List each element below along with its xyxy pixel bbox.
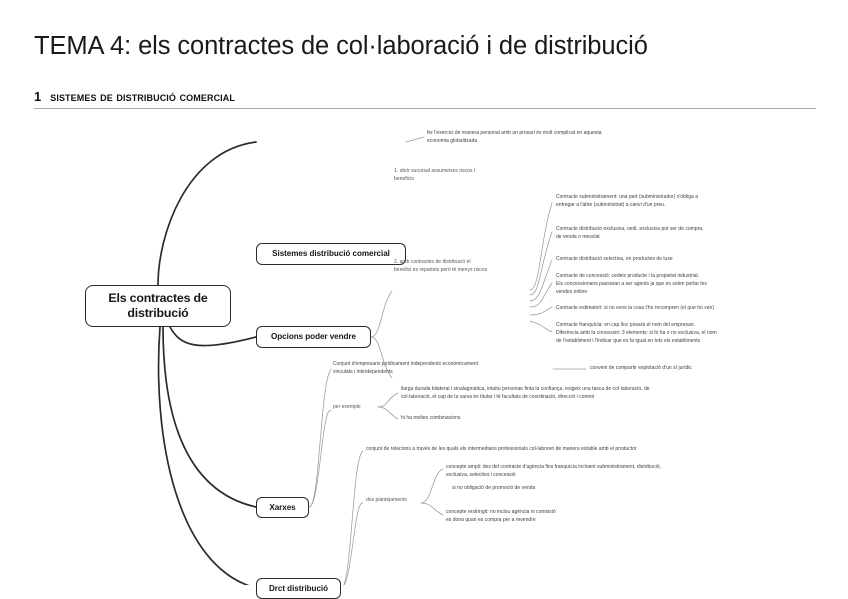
mindmap-node-xarxes-label: Xarxes (269, 502, 296, 512)
mindmap-node-dret[interactable]: Drct distribució (256, 578, 341, 599)
section-divider (34, 108, 816, 109)
leaf-xarxes-example2: hi ha moltes combinacions (401, 415, 461, 421)
section-number: 1 (34, 89, 42, 104)
section-heading: 1 Sistemes de distribució comercial (34, 89, 816, 104)
mindmap-node-sistemes[interactable]: Sistemes distribució comercial (256, 243, 406, 265)
page-title: TEMA 4: els contractes de col·laboració … (34, 32, 648, 60)
leaf-contract-franquicia: Contracte franquícia: en cap lloc posarà… (556, 322, 717, 345)
leaf-xarxes-example1: llarga durada bilateral i sinalagmàtica,… (401, 386, 650, 401)
section-title: Sistemes de distribució comercial (50, 90, 235, 104)
mindmap-root-node[interactable]: Els contractes de distribució (85, 285, 231, 327)
leaf-sistemes-note: fer l'exercici de manera personal amb un… (427, 130, 602, 145)
leaf-xarxes-examples-label: per exemple (333, 404, 361, 410)
leaf-contract-selectiva: Contracte distribució selectiva, en prod… (556, 256, 673, 262)
leaf-dret-approach2: concepte restringit: no inclou agència n… (446, 509, 556, 524)
mindmap-node-dret-label: Drct distribució (268, 583, 328, 593)
leaf-opcions-option2: 2. amb contractes de distribució el bene… (394, 259, 488, 274)
mindmap-connectors (157, 136, 587, 585)
leaf-contract-concessio: Contracte de concessió: cedeix producte … (556, 273, 707, 296)
leaf-contract-exclusiva: Contracte distribució exclusiva, oedi. e… (556, 226, 704, 241)
mindmap-node-xarxes[interactable]: Xarxes (256, 497, 309, 518)
leaf-contract-subministrament: Contracte subministrament: una part (sub… (556, 194, 698, 209)
mindmap: Els contractes de distribució Sistemes d… (0, 115, 848, 599)
leaf-contract-estimatori: Contracte estimatori: si no vens la cosa… (556, 305, 715, 311)
leaf-dret-approach1-sub: si no obligació de promoció de venda (452, 485, 536, 491)
leaf-dret-approaches-label: dos plantejaments (366, 497, 407, 503)
leaf-xarxes-definition: Conjunt d'empresaris jurídicament indepe… (333, 361, 479, 376)
mindmap-node-sistemes-label: Sistemes distribució comercial (272, 249, 390, 259)
mindmap-root-label: Els contractes de distribució (108, 291, 208, 320)
mindmap-node-opcions[interactable]: Opcions poder vendre (256, 326, 371, 348)
mindmap-node-opcions-label: Opcions poder vendre (271, 332, 356, 342)
leaf-dret-definition: conjunt de relacions a través de les qua… (366, 446, 637, 452)
leaf-xarxes-definition-note: conveni de compartir explotació d'un sí … (590, 365, 692, 371)
leaf-dret-approach1-main: concepte ampli: des del contracte d'agèn… (446, 464, 661, 479)
leaf-opcions-option1: 1. obrir sucursal assumeixes riscos i be… (394, 168, 476, 183)
